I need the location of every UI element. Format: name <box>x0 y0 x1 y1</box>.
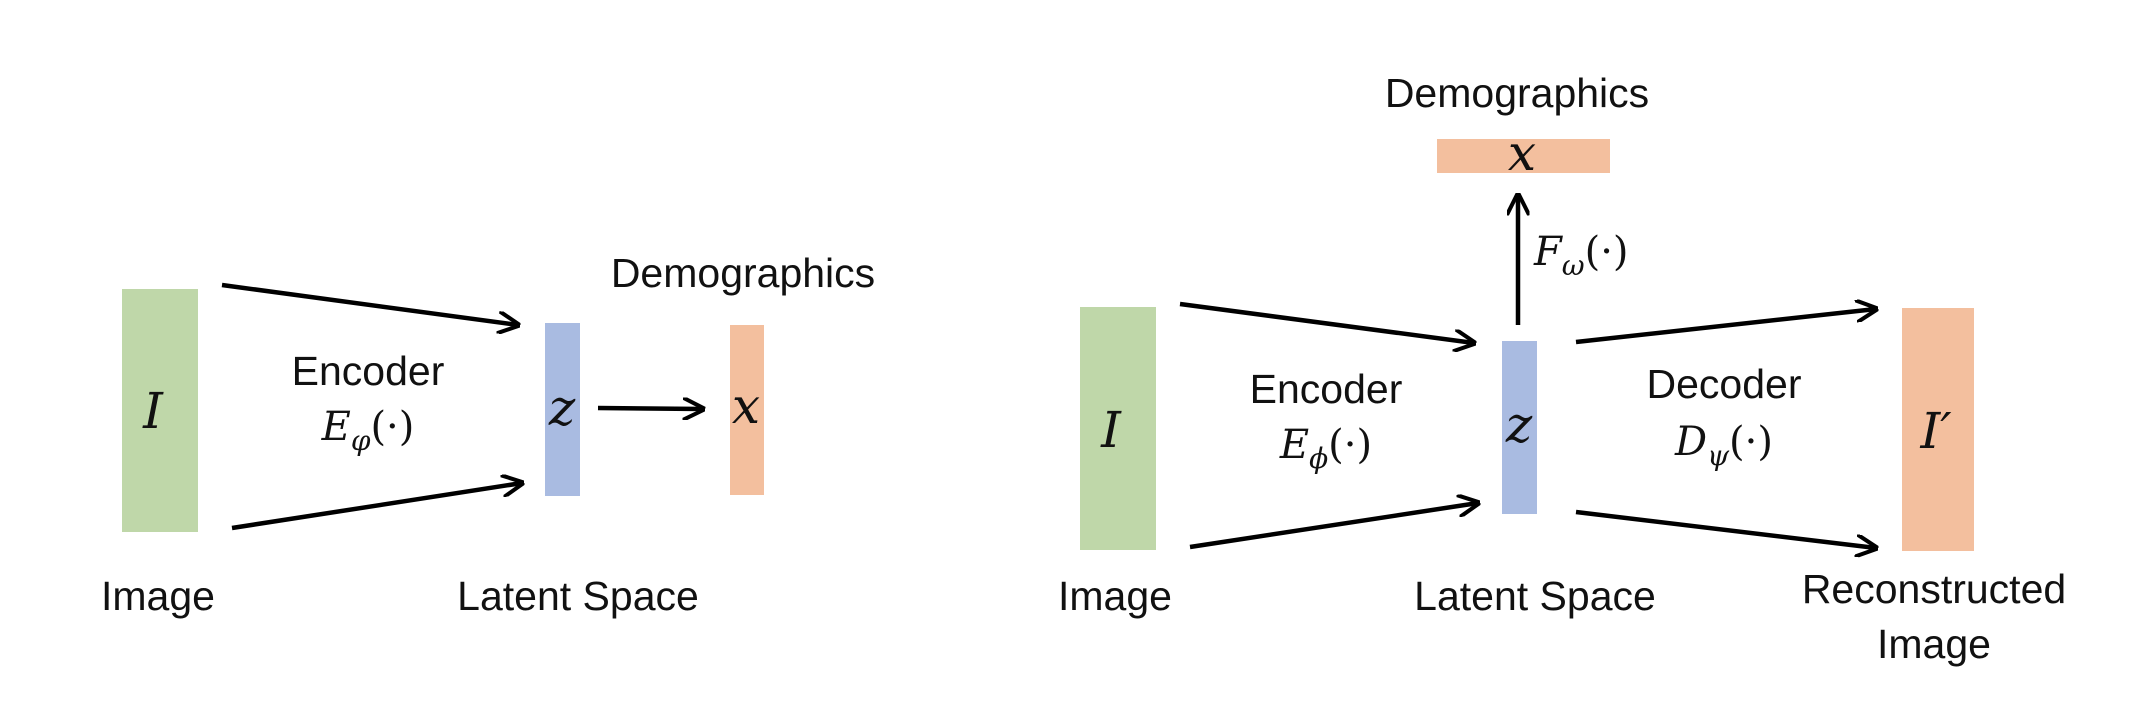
left-demographics-label: Demographics <box>611 250 875 296</box>
left-image-label: Image <box>101 573 215 619</box>
right-latent-block <box>1502 341 1537 514</box>
right-image-block <box>1080 307 1156 550</box>
right-latent-label: Latent Space <box>1414 573 1656 619</box>
left-image-symbol: I <box>142 382 164 440</box>
right-demographics-block <box>1437 139 1610 173</box>
right-decoder-label: Decoder <box>1647 361 1802 407</box>
reconstructed-image-symbol: I′ <box>1919 402 1952 460</box>
right-image-symbol: I <box>1100 401 1122 459</box>
left-image-block <box>122 289 198 532</box>
left-encoder-arrow-top <box>221 282 518 325</box>
reconstructed-label-line2: Image <box>1877 621 1991 667</box>
right-encoder-arrow-bottom <box>1189 503 1478 550</box>
left-demographics-symbol: x <box>732 377 760 435</box>
right-demographics-symbol: x <box>1508 124 1536 182</box>
reconstructed-label-line1: Reconstructed <box>1802 566 2066 612</box>
right-decoder-function: Dψ(·) <box>1674 419 1773 472</box>
right-image-label: Image <box>1058 573 1172 619</box>
reconstructed-image-block <box>1902 308 1974 551</box>
left-latent-label: Latent Space <box>457 573 699 619</box>
left-encoder-function: Eφ(·) <box>321 404 415 457</box>
right-encoder-arrow-top <box>1179 301 1474 343</box>
right-predictor-function: Fω(·) <box>1533 229 1629 282</box>
right-latent-symbol: z <box>1505 396 1533 454</box>
left-encoder-label: Encoder <box>292 348 445 394</box>
left-demographics-block <box>730 325 764 495</box>
right-decoder-arrow-top <box>1575 309 1876 345</box>
right-decoder-arrow-bottom <box>1575 509 1876 548</box>
right-encoder-label: Encoder <box>1250 366 1403 412</box>
left-encoder-arrow-bottom <box>231 483 522 531</box>
left-diagram: I Image Encoder Eφ(·) z Latent Space Dem… <box>101 250 875 619</box>
left-predict-arrow <box>597 408 703 409</box>
right-encoder-function: Eϕ(·) <box>1279 422 1372 475</box>
left-latent-block <box>545 323 580 496</box>
left-latent-symbol: z <box>548 379 576 437</box>
right-diagram: I Image Encoder Eϕ(·) z Latent Space Fω(… <box>1058 70 2066 667</box>
right-demographics-label: Demographics <box>1385 70 1649 116</box>
